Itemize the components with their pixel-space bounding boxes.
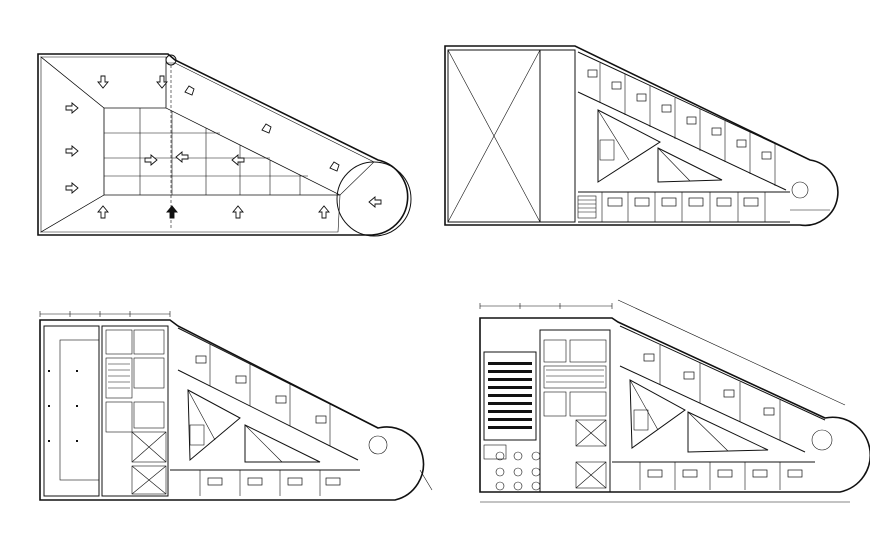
typical-floor-plan-c [479, 299, 870, 503]
dining-tables [495, 451, 541, 491]
slope-arrows [65, 75, 382, 219]
stair-b [108, 363, 130, 389]
typical-floor-plan-a [444, 45, 839, 227]
roof-plan [37, 53, 412, 237]
auditorium-seating [488, 362, 532, 429]
guest-rooms-diagonal [599, 63, 776, 186]
typical-floor-plan-b [39, 311, 433, 501]
